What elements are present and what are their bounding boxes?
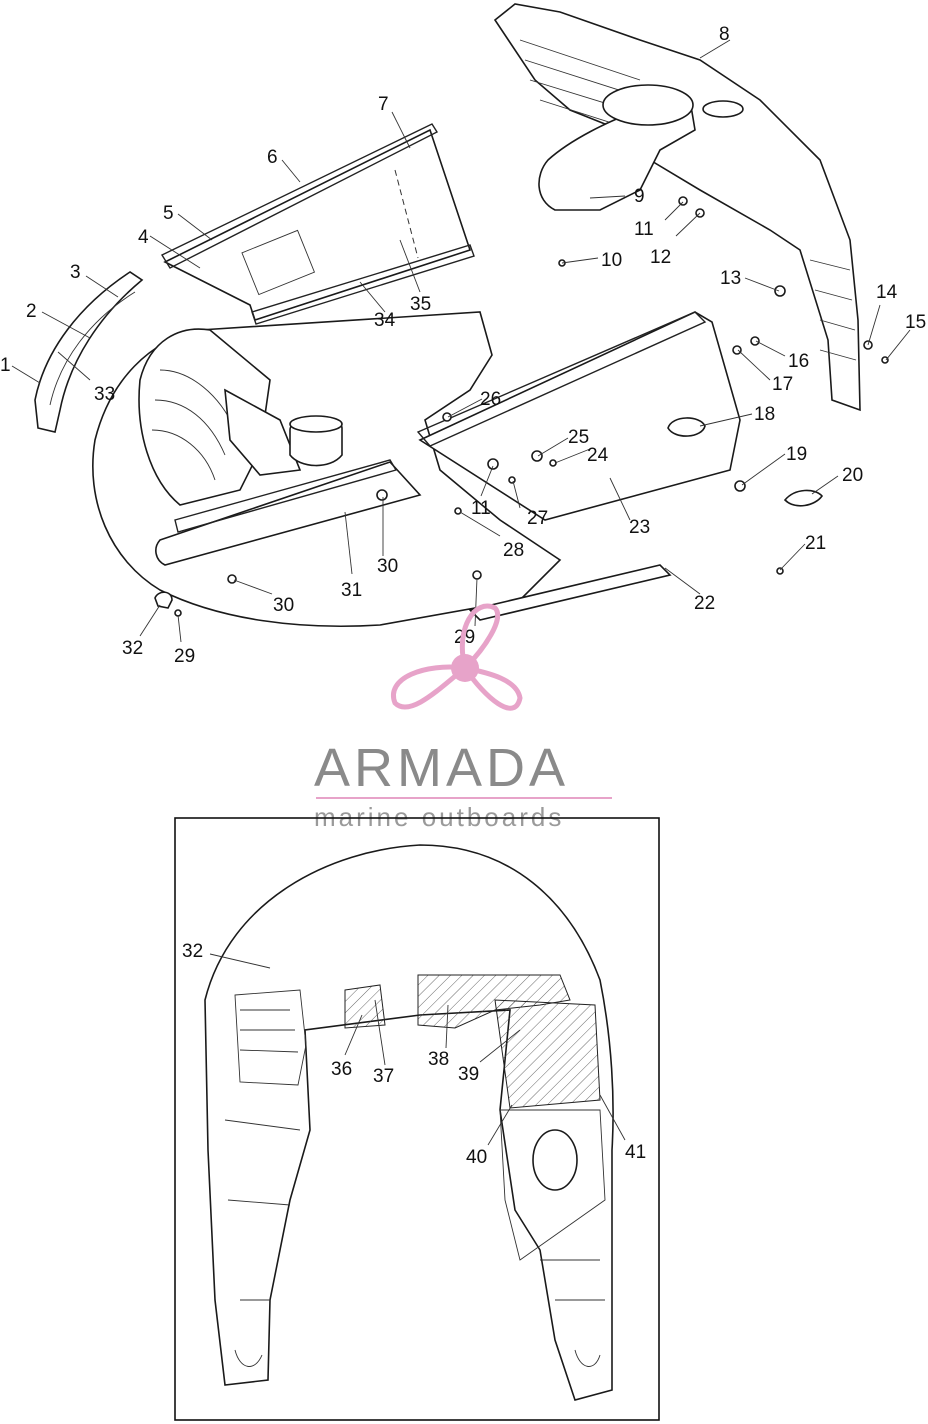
callout-26: 26 bbox=[480, 389, 501, 410]
inset-hatched-block-right bbox=[494, 999, 601, 1109]
part-18-plate bbox=[667, 417, 706, 437]
callout-20: 20 bbox=[842, 465, 863, 486]
callout-24: 24 bbox=[587, 445, 609, 466]
callout-39: 39 bbox=[458, 1064, 479, 1085]
callout-14: 14 bbox=[876, 282, 898, 303]
callout-2: 2 bbox=[26, 301, 37, 322]
callouts-upper: 1 2 3 33 4 5 6 7 8 9 10 11 12 13 14 15 1… bbox=[0, 24, 926, 667]
callout-15: 15 bbox=[905, 312, 926, 333]
callout-30a: 30 bbox=[377, 556, 398, 577]
callout-4: 4 bbox=[138, 227, 149, 248]
callout-37: 37 bbox=[373, 1066, 394, 1087]
inset-left-leg bbox=[224, 1119, 301, 1367]
callout-32b: 32 bbox=[182, 941, 203, 962]
callout-11b: 11 bbox=[471, 498, 491, 519]
armada-logo: ARMADA marine outboards bbox=[314, 603, 612, 832]
callout-28: 28 bbox=[503, 540, 524, 561]
part-1-3-front-strip bbox=[34, 271, 144, 433]
callout-13: 13 bbox=[720, 268, 741, 289]
callout-22: 22 bbox=[694, 593, 715, 614]
part-31-rail-top bbox=[174, 459, 398, 533]
part-34-lower-rail bbox=[251, 244, 475, 325]
callout-7: 7 bbox=[378, 94, 389, 115]
callout-36: 36 bbox=[331, 1059, 352, 1080]
part-6-top-rail bbox=[160, 123, 438, 269]
callout-12: 12 bbox=[650, 247, 671, 268]
inset-frame bbox=[174, 817, 660, 1421]
callout-40: 40 bbox=[466, 1147, 487, 1168]
callout-23: 23 bbox=[629, 517, 650, 538]
callout-5: 5 bbox=[163, 203, 174, 224]
panel-window bbox=[241, 229, 316, 296]
panel-fold-line bbox=[394, 169, 419, 259]
callout-41: 41 bbox=[625, 1142, 646, 1163]
callouts-inset: 32 36 37 38 39 40 41 bbox=[182, 941, 646, 1168]
callout-30b: 30 bbox=[273, 595, 294, 616]
inset-right-panel bbox=[499, 1109, 606, 1261]
callout-17: 17 bbox=[772, 374, 793, 395]
inset-right-opening bbox=[532, 1129, 578, 1191]
part-31-front-rail bbox=[155, 461, 422, 566]
part-22-lower-strip bbox=[468, 564, 672, 621]
callout-10: 10 bbox=[601, 250, 622, 271]
callout-32: 32 bbox=[122, 638, 143, 659]
callout-29a: 29 bbox=[174, 646, 195, 667]
part-9-duct bbox=[538, 99, 696, 211]
callout-18: 18 bbox=[754, 404, 775, 425]
callout-25: 25 bbox=[568, 427, 589, 448]
callout-31: 31 bbox=[341, 580, 362, 601]
callout-19: 19 bbox=[786, 444, 807, 465]
callout-11: 11 bbox=[634, 219, 654, 240]
brand-name: ARMADA bbox=[314, 738, 569, 798]
part-20-grommet bbox=[783, 489, 824, 507]
callout-9: 9 bbox=[634, 186, 645, 207]
callout-16: 16 bbox=[788, 351, 809, 372]
callout-34: 34 bbox=[374, 310, 396, 331]
intake-mesh bbox=[224, 388, 302, 476]
inset-right-leg bbox=[540, 1259, 605, 1367]
cover-hole bbox=[702, 100, 744, 118]
duct-mouth bbox=[602, 84, 694, 126]
callout-6: 6 bbox=[267, 147, 278, 168]
leader-lines-upper bbox=[11, 39, 911, 643]
brand-tagline: marine outboards bbox=[314, 802, 564, 832]
leader-lines-inset bbox=[209, 953, 626, 1146]
intake-housing bbox=[138, 328, 271, 506]
cover-louvres bbox=[519, 39, 857, 361]
propeller-icon bbox=[390, 603, 523, 711]
callout-27: 27 bbox=[527, 508, 548, 529]
callout-33: 33 bbox=[94, 384, 115, 405]
part-22-side-rail bbox=[416, 311, 707, 447]
part-2-strip-line bbox=[49, 291, 136, 406]
callout-38: 38 bbox=[428, 1049, 449, 1070]
inset-hatched-block-left bbox=[344, 984, 386, 1029]
callout-35: 35 bbox=[410, 294, 431, 315]
inset-left-bracket bbox=[234, 989, 307, 1086]
callout-3: 3 bbox=[70, 262, 81, 283]
callout-8: 8 bbox=[719, 24, 730, 45]
inset-shroud-outline bbox=[204, 844, 614, 1401]
callout-21: 21 bbox=[805, 533, 826, 554]
callout-1: 1 bbox=[0, 355, 11, 376]
filler-cap-top bbox=[289, 415, 343, 433]
